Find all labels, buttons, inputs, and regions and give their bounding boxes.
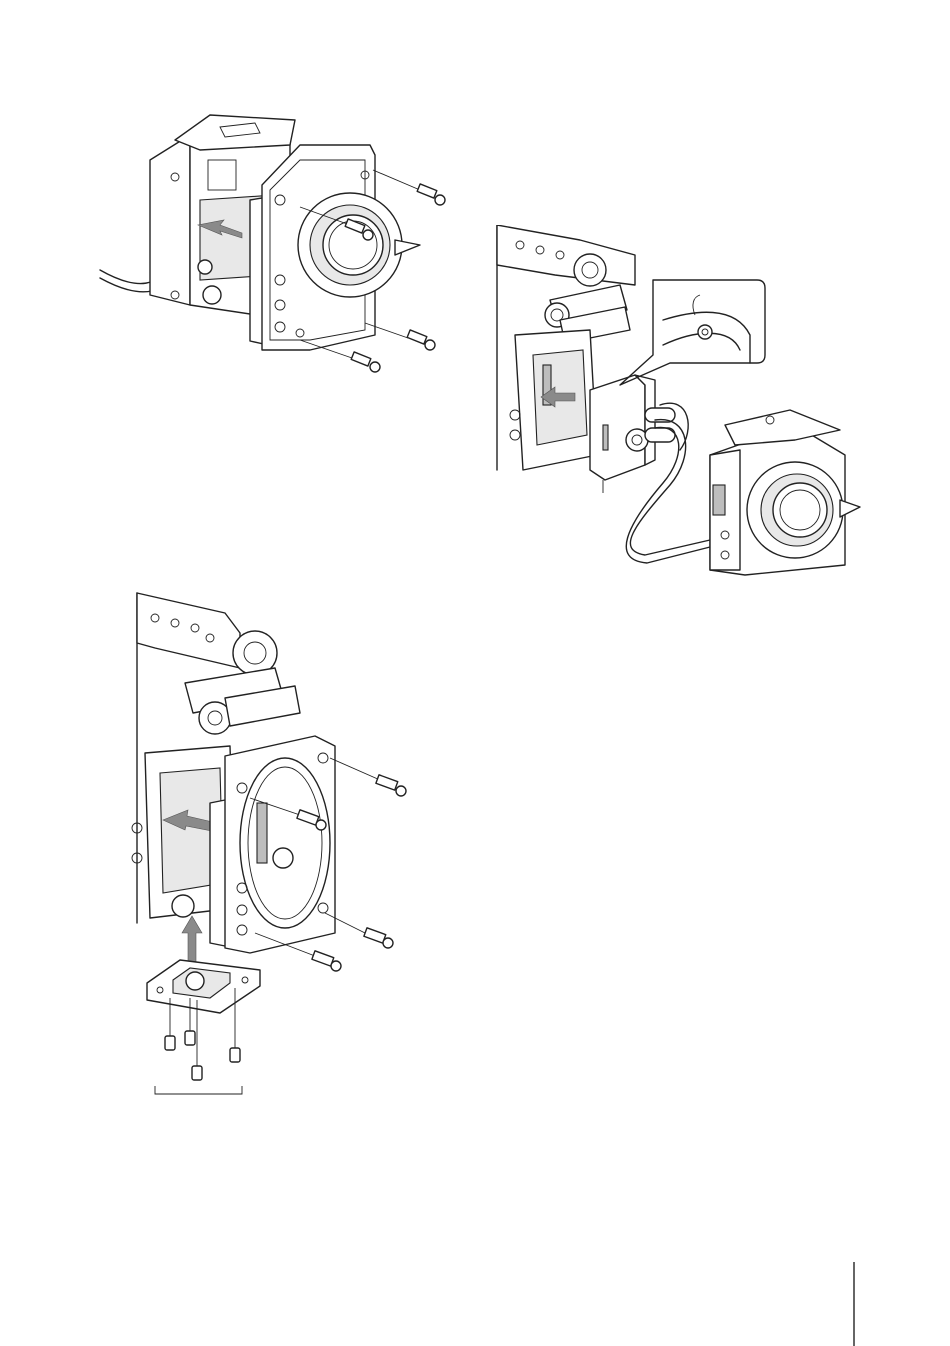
front-plate-icon — [210, 736, 335, 953]
lens-mount-removal-figure — [90, 105, 460, 390]
screw-group-bracket — [155, 1086, 242, 1094]
extension-unit-attachment-figure — [495, 225, 875, 610]
lens-mount-plate-icon — [710, 410, 860, 575]
page-edge-rule — [853, 1262, 855, 1346]
lens-mount-plate-icon — [250, 145, 420, 350]
callout-detail-icon — [620, 280, 765, 385]
front-plate-installation-figure — [125, 588, 425, 1103]
extension-adapter-icon — [590, 375, 688, 493]
bottom-cover-icon — [147, 960, 260, 1066]
screw-icon — [165, 1031, 240, 1080]
